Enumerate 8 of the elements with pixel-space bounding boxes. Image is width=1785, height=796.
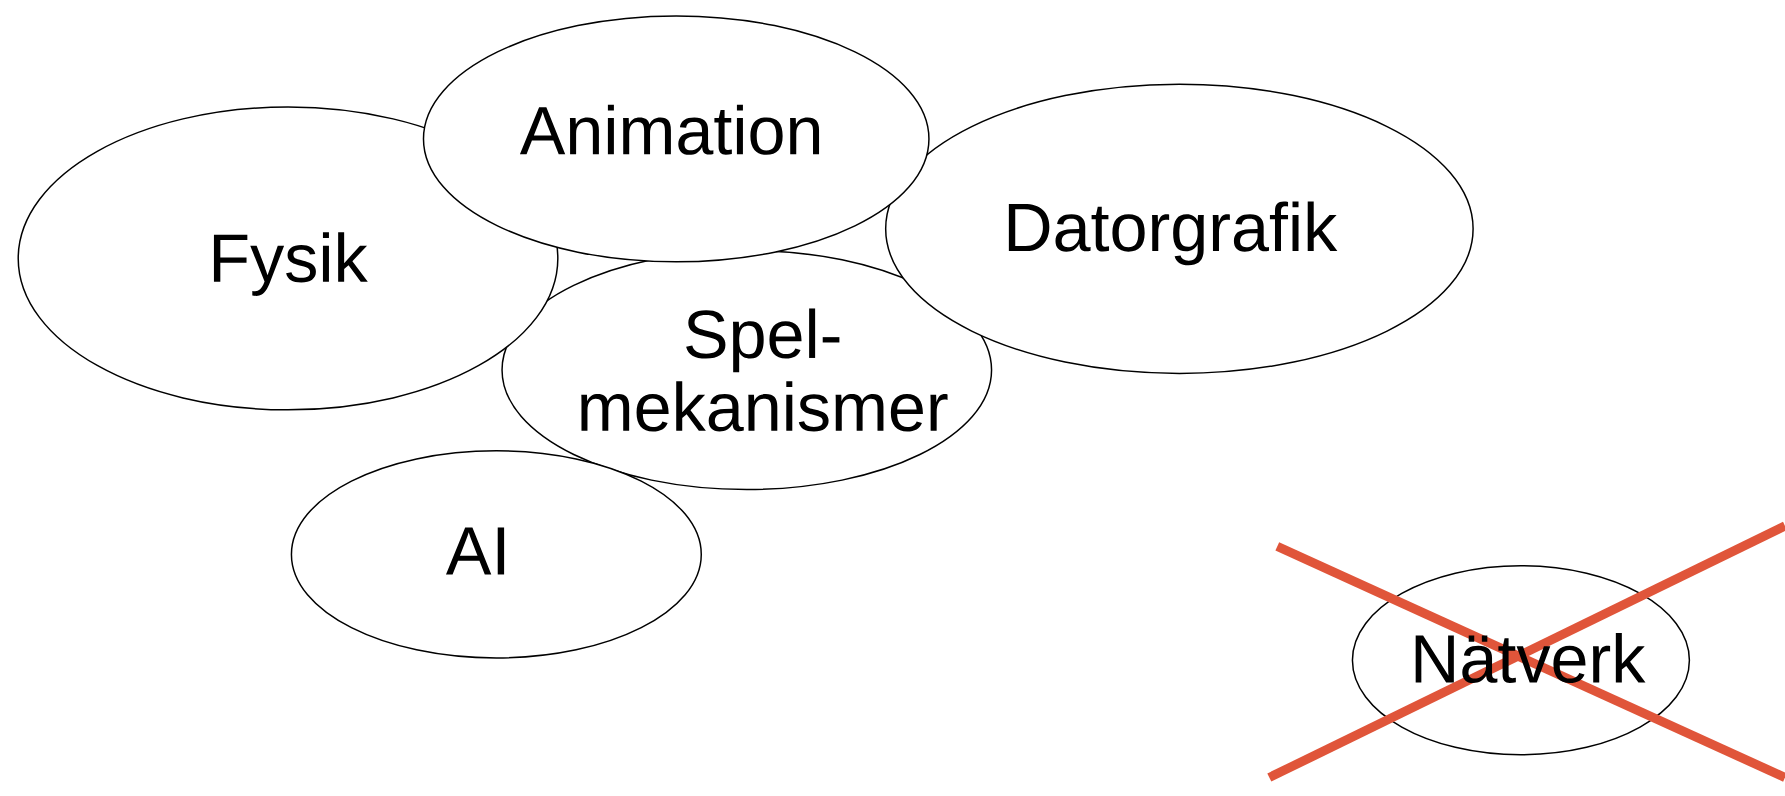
node-label: AI bbox=[446, 527, 505, 575]
node-label: Datorgrafik bbox=[1008, 201, 1338, 266]
ellipse-node bbox=[422, 15, 930, 263]
node-label: Fysik bbox=[213, 232, 368, 297]
node-label: Spel- mekanismer bbox=[581, 308, 948, 432]
node-label: Animation bbox=[519, 104, 820, 155]
ellipse-node bbox=[884, 83, 1474, 375]
ellipse-node bbox=[290, 450, 702, 659]
